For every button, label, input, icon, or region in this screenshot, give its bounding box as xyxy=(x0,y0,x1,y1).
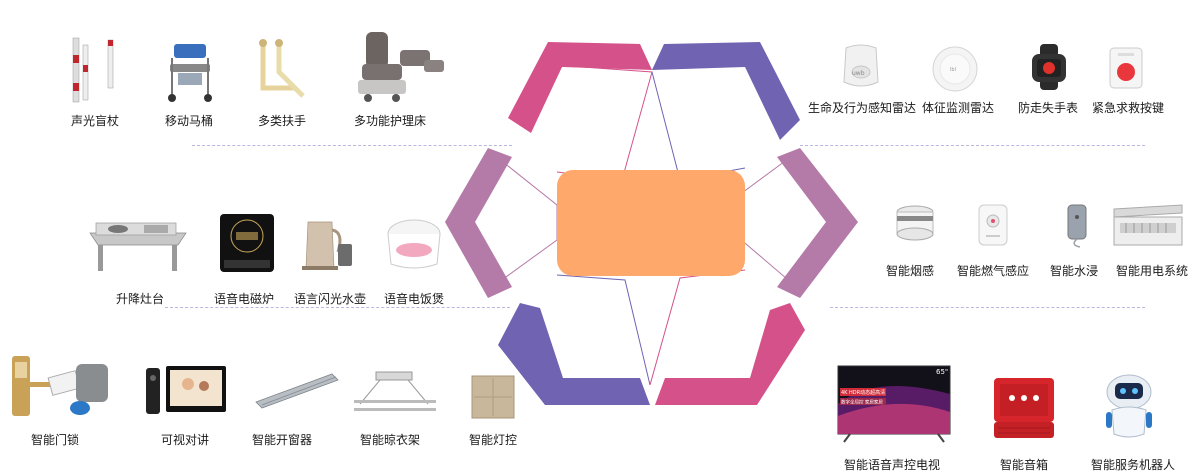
induction-cooker-icon xyxy=(220,214,274,272)
smoke-sensor-icon xyxy=(896,205,934,241)
anti-loss-watch-icon xyxy=(1032,44,1066,90)
label-video-intercom: 可视对讲 xyxy=(160,433,210,447)
label-window-opener: 智能开窗器 xyxy=(251,433,313,447)
power-panel-icon xyxy=(1113,204,1183,246)
chevron-left xyxy=(445,148,512,298)
chevron-top-right xyxy=(652,42,800,140)
label-service-robot: 智能服务机器人 xyxy=(1090,458,1176,472)
center-hub xyxy=(557,170,745,276)
label-smart-lock: 智能门锁 xyxy=(30,433,80,447)
gas-sensor-icon xyxy=(978,204,1008,246)
svg-text:lbl: lbl xyxy=(950,67,956,73)
label-clothes-rack: 智能晾衣架 xyxy=(359,433,421,447)
chevron-right xyxy=(777,148,858,298)
chevron-top-left xyxy=(508,42,652,133)
vital-radar-icon: lbl xyxy=(932,46,978,92)
label-grab-bar: 多类扶手 xyxy=(257,114,307,128)
smart-tv-icon: 65" 4K HDR动态超高清 数字全局控 家居家居 xyxy=(837,365,951,443)
label-induction-cooker: 语音电磁炉 xyxy=(213,292,275,306)
label-anti-loss-watch: 防走失手表 xyxy=(1017,101,1079,115)
label-nursing-bed: 多功能护理床 xyxy=(353,114,427,128)
label-light-switch: 智能灯控 xyxy=(468,433,518,447)
label-smoke-sensor: 智能烟感 xyxy=(885,264,935,278)
light-switch-icon xyxy=(471,375,515,419)
tv-badge: 65" xyxy=(936,368,948,376)
label-vital-radar: 体征监测雷达 xyxy=(921,101,995,115)
smart-speaker-icon xyxy=(994,378,1054,438)
label-smart-tv: 智能语音声控电视 xyxy=(843,458,941,472)
label-smart-speaker: 智能音箱 xyxy=(999,458,1049,472)
connector-bottom-right xyxy=(649,269,746,386)
grab-bar-icon xyxy=(259,39,305,98)
label-white-cane: 声光盲杖 xyxy=(70,114,120,128)
label-kettle: 语言闪光水壶 xyxy=(293,292,367,306)
water-sensor-icon xyxy=(1067,204,1087,248)
separator-top-right xyxy=(800,145,1145,146)
smart-lock-icon xyxy=(12,356,108,416)
kettle-icon xyxy=(302,221,352,270)
svg-text:uwb: uwb xyxy=(852,70,865,77)
separator-mid-left xyxy=(165,307,510,308)
service-robot-icon xyxy=(1106,374,1152,438)
video-intercom-icon xyxy=(146,366,226,414)
lifting-stove-icon xyxy=(89,222,187,271)
label-behavior-radar: 生命及行为感知雷达 xyxy=(807,101,917,115)
separator-top-left xyxy=(192,145,512,146)
connector-top-left xyxy=(554,64,653,181)
tv-line1: 4K HDR动态超高清 xyxy=(841,389,885,396)
label-commode-chair: 移动马桶 xyxy=(164,114,214,128)
chevron-bottom-right xyxy=(655,303,805,405)
connector-bottom-left xyxy=(556,274,651,386)
label-water-sensor: 智能水浸 xyxy=(1049,264,1099,278)
white-cane-icon xyxy=(72,37,114,103)
label-gas-sensor: 智能燃气感应 xyxy=(956,264,1030,278)
tv-line2: 数字全局控 家居家居 xyxy=(841,399,883,406)
label-sos-button: 紧急求救按键 xyxy=(1091,101,1165,115)
separator-mid-right xyxy=(830,307,1145,308)
label-lifting-stove: 升降灶台 xyxy=(115,292,165,306)
window-opener-icon xyxy=(255,373,339,409)
label-rice-cooker: 语音电饭煲 xyxy=(383,292,445,306)
connector-top-right xyxy=(651,71,746,181)
commode-chair-icon xyxy=(168,44,212,102)
nursing-bed-icon xyxy=(358,32,444,102)
rice-cooker-icon xyxy=(387,219,441,269)
clothes-rack-icon xyxy=(354,371,436,411)
chevron-bottom-left xyxy=(498,303,650,405)
sos-button-icon xyxy=(1109,47,1143,89)
behavior-radar-icon: uwb xyxy=(843,44,879,87)
label-power-panel: 智能用电系统 xyxy=(1115,264,1189,278)
